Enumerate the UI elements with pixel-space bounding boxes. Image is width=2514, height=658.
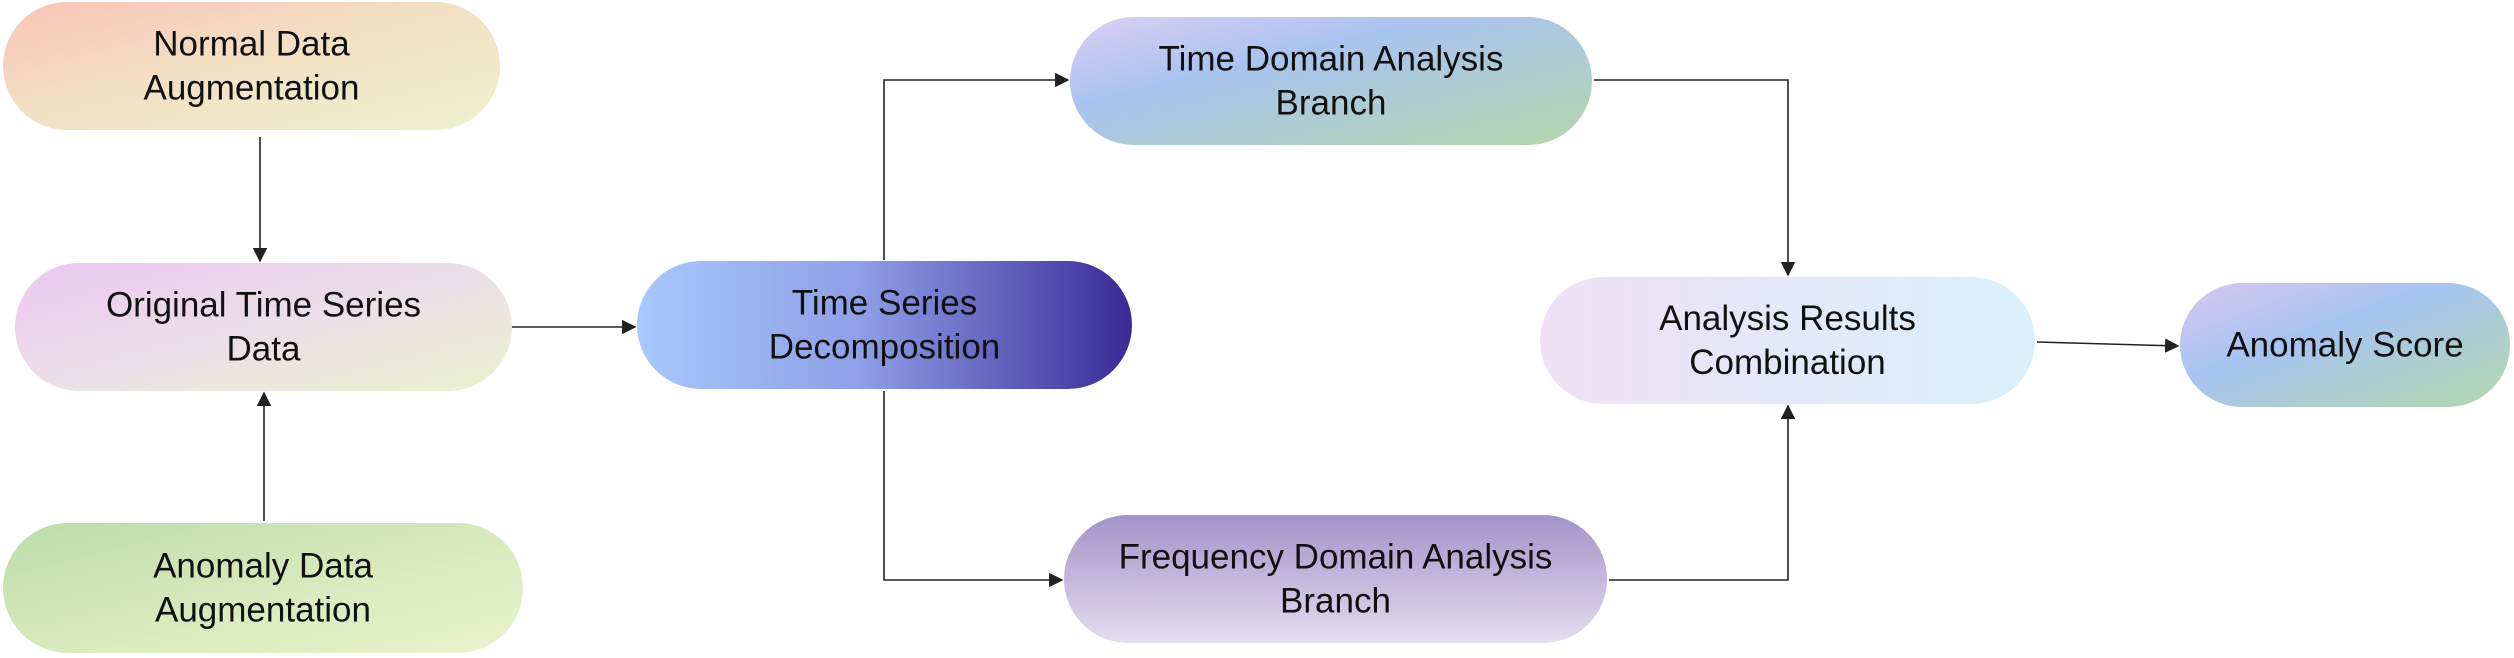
time-domain-branch-label-line-1: Time Domain Analysis xyxy=(1159,40,1504,79)
normal-data-augmentation-label-line-2: Augmentation xyxy=(144,69,360,108)
anomaly-data-augmentation-label-line-1: Anomaly Data xyxy=(153,547,373,586)
anomaly-data-augmentation-box xyxy=(3,523,523,653)
time-domain-branch-label-line-2: Branch xyxy=(1276,84,1387,123)
anomaly-score-node: Anomaly Score xyxy=(2180,283,2510,407)
arrow-decomp-to-time-branch xyxy=(883,72,1070,260)
edges-layer xyxy=(252,72,2180,588)
frequency-domain-branch-label-line-1: Frequency Domain Analysis xyxy=(1119,538,1553,577)
original-time-series-box xyxy=(15,263,512,391)
analysis-results-combination-box xyxy=(1540,277,2035,404)
anomaly-data-augmentation-label-line-2: Augmentation xyxy=(155,591,371,630)
analysis-results-combination-label-line-1: Analysis Results xyxy=(1659,299,1916,338)
anomaly-score-label-line-1: Anomaly Score xyxy=(2226,326,2463,365)
arrow-time-branch-to-combination xyxy=(1594,79,1796,277)
frequency-domain-branch-box xyxy=(1064,515,1607,643)
anomaly-score-box xyxy=(2180,283,2510,407)
frequency-domain-branch-label-line-2: Branch xyxy=(1280,582,1391,621)
time-domain-branch-box xyxy=(1070,17,1592,145)
time-series-decomposition-label-line-1: Time Series xyxy=(792,284,977,323)
time-series-decomposition-box xyxy=(637,261,1132,389)
normal-data-augmentation-label-line-1: Normal Data xyxy=(153,25,350,64)
original-time-series-label-line-2: Data xyxy=(227,330,301,369)
analysis-results-combination-label-line-2: Combination xyxy=(1689,343,1886,382)
normal-data-augmentation-box xyxy=(3,2,500,130)
arrow-combination-to-score xyxy=(2036,338,2180,353)
arrow-decomp-to-freq-branch xyxy=(883,391,1064,588)
original-time-series-label-line-1: Original Time Series xyxy=(106,286,421,325)
arrow-freq-branch-to-combination xyxy=(1609,404,1796,581)
time-series-decomposition-label-line-2: Decomposition xyxy=(769,328,1001,367)
